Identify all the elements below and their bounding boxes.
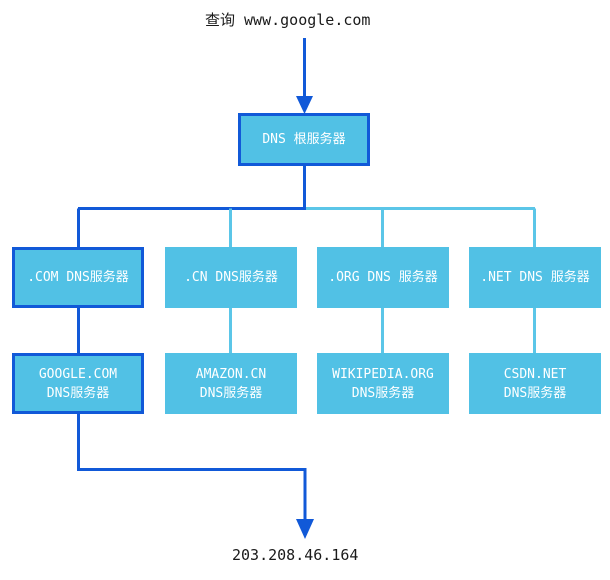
node-auth-csdn-domain: CSDN.NET — [503, 366, 567, 382]
node-auth-csdn-role: DNS服务器 — [503, 385, 567, 401]
node-auth-google-role: DNS服务器 — [46, 385, 110, 401]
node-auth-wikipedia-domain: WIKIPEDIA.ORG — [332, 366, 434, 382]
node-auth-wikipedia[interactable]: WIKIPEDIA.ORG DNS服务器 — [317, 353, 449, 414]
node-auth-csdn[interactable]: CSDN.NET DNS服务器 — [469, 353, 601, 414]
node-tld-com-label: .COM DNS服务器 — [27, 270, 129, 285]
answer-return-arrow — [77, 413, 314, 539]
node-dns-root-label: DNS 根服务器 — [262, 132, 346, 147]
query-arrow — [296, 38, 313, 114]
node-dns-root[interactable]: DNS 根服务器 — [238, 113, 370, 166]
node-tld-net-label: .NET DNS 服务器 — [480, 270, 590, 285]
node-auth-wikipedia-role: DNS服务器 — [351, 385, 415, 401]
node-tld-org-label: .ORG DNS 服务器 — [328, 270, 438, 285]
node-auth-amazon-domain: AMAZON.CN — [195, 366, 267, 382]
node-auth-google-domain: GOOGLE.COM — [38, 366, 118, 382]
node-auth-google[interactable]: GOOGLE.COM DNS服务器 — [12, 353, 144, 414]
query-label: 查询 www.google.com — [205, 11, 371, 29]
node-tld-com[interactable]: .COM DNS服务器 — [12, 247, 144, 308]
node-auth-amazon[interactable]: AMAZON.CN DNS服务器 — [165, 353, 297, 414]
node-tld-net[interactable]: .NET DNS 服务器 — [469, 247, 601, 308]
result-ip-label: 203.208.46.164 — [232, 546, 359, 564]
node-tld-cn-label: .CN DNS服务器 — [184, 270, 278, 285]
node-tld-cn[interactable]: .CN DNS服务器 — [165, 247, 297, 308]
node-auth-amazon-role: DNS服务器 — [199, 385, 263, 401]
node-tld-org[interactable]: .ORG DNS 服务器 — [317, 247, 449, 308]
